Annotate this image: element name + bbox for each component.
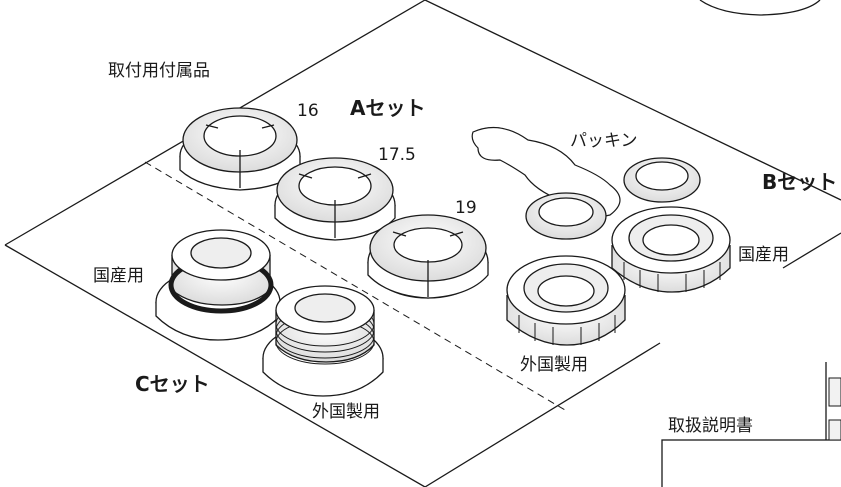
foreign-b-label: 外国製用 xyxy=(520,355,588,375)
nut-domestic-b xyxy=(611,206,731,293)
ring-16 xyxy=(179,107,301,191)
ring-19 xyxy=(367,214,489,299)
top-circle-edge xyxy=(699,0,821,16)
accessories-label: 取付用付属品 xyxy=(108,61,210,81)
c-set-label: Cセット xyxy=(135,372,210,396)
tray-divider xyxy=(144,161,566,411)
ring-17-5 xyxy=(274,157,396,241)
domestic-b-label: 国産用 xyxy=(738,245,789,265)
a-set-label: Aセット xyxy=(350,96,426,120)
adapter-domestic-c xyxy=(155,229,281,341)
manual-label: 取扱説明書 xyxy=(668,416,753,436)
foreign-c-label: 外国製用 xyxy=(312,402,380,422)
manual-booklet xyxy=(661,362,841,487)
b-set-label: Bセット xyxy=(762,170,838,194)
packing-ring-large xyxy=(623,157,701,203)
size-17-5-label: 17.5 xyxy=(378,145,416,165)
size-16-label: 16 xyxy=(297,101,319,121)
packing-label: パッキン xyxy=(570,131,638,151)
packing-ring-small xyxy=(525,192,607,240)
size-19-label: 19 xyxy=(455,198,477,218)
domestic-c-label: 国産用 xyxy=(93,266,144,286)
adapter-foreign-c xyxy=(262,285,384,397)
nut-foreign-b xyxy=(506,255,626,346)
